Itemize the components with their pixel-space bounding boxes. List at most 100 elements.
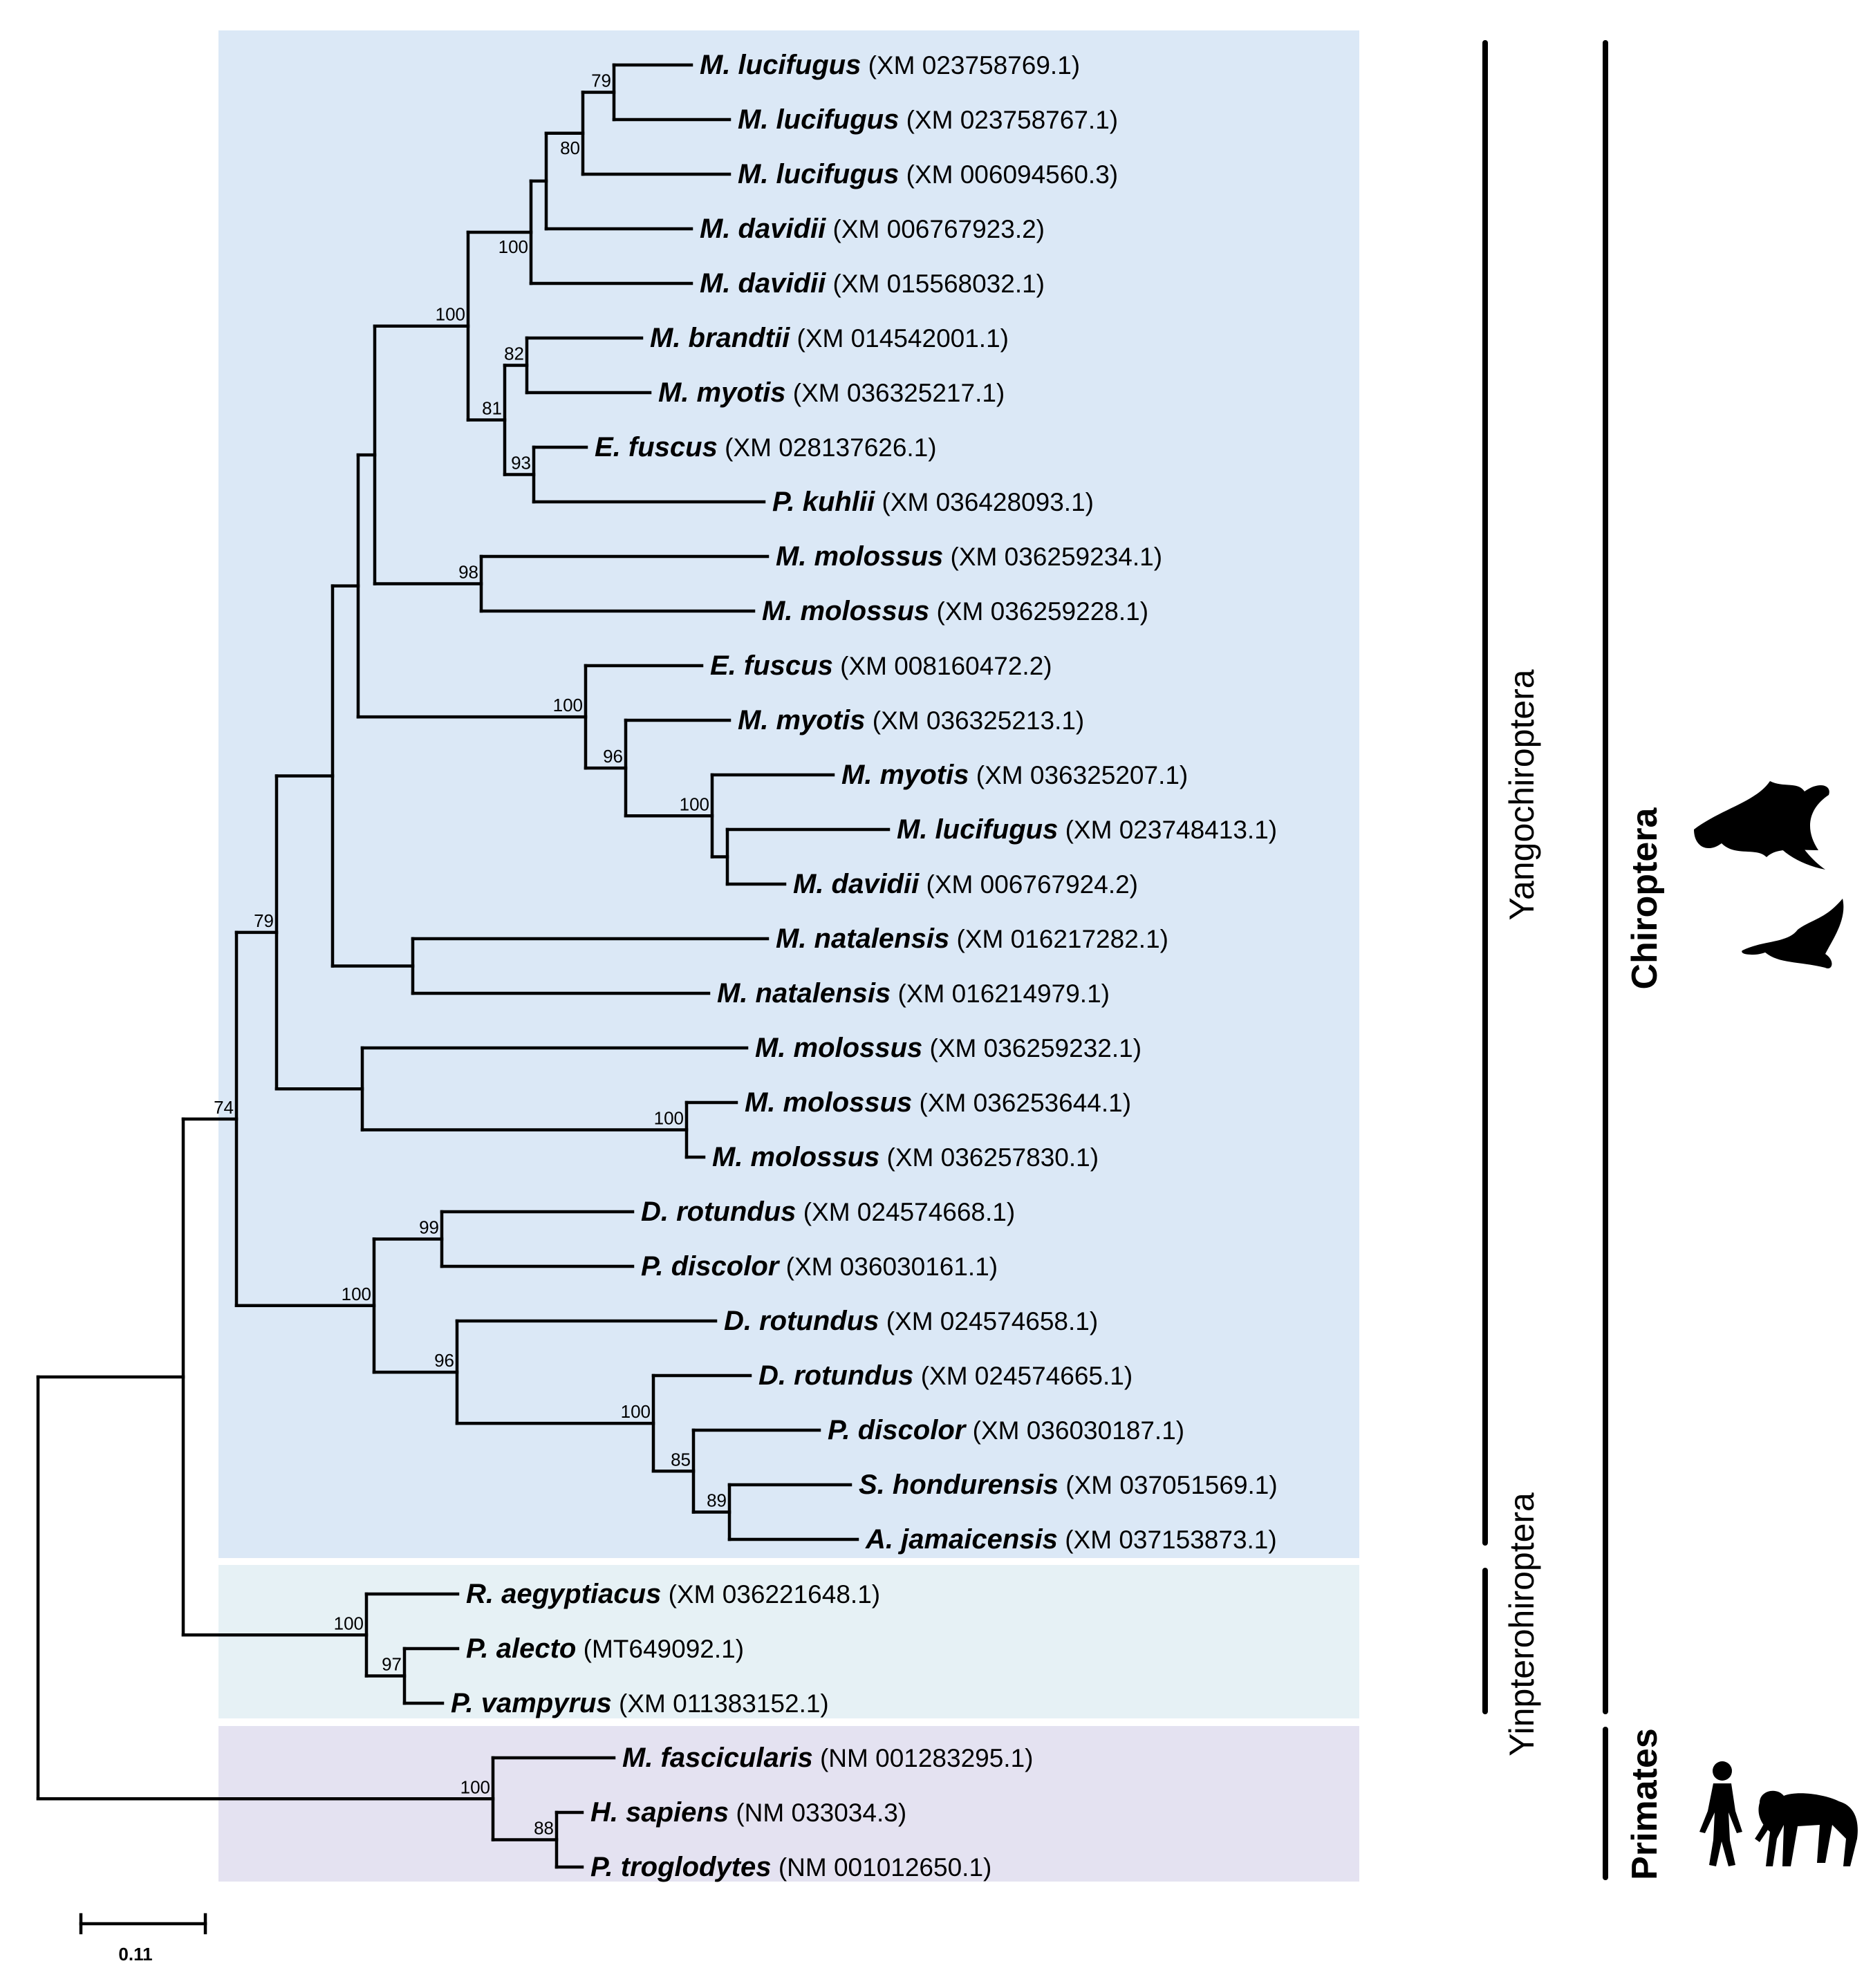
bootstrap-value: 89 xyxy=(707,1490,727,1511)
tip-accession: (NM 001283295.1) xyxy=(813,1744,1034,1772)
tip-accession: (XM 036257830.1) xyxy=(879,1143,1099,1172)
tip-label: P. discolor (XM 036030187.1) xyxy=(828,1415,1184,1445)
scale-bar: 0.11 xyxy=(79,1913,207,1964)
tip-species: E. fuscus xyxy=(595,432,718,462)
tip-label: E. fuscus (XM 028137626.1) xyxy=(595,432,937,462)
tip-accession: (XM 028137626.1) xyxy=(718,433,937,462)
tip-species: D. rotundus xyxy=(724,1306,879,1336)
tip-labels: M. lucifugus (XM 023758769.1)M. lucifugu… xyxy=(451,50,1278,1882)
tip-label: A. jamaicensis (XM 037153873.1) xyxy=(865,1524,1277,1555)
tip-label: M. molossus (XM 036259232.1) xyxy=(755,1033,1141,1063)
tip-species: M. lucifugus xyxy=(738,104,899,135)
bootstrap-value: 96 xyxy=(603,746,623,767)
tip-accession: (XM 036259228.1) xyxy=(929,597,1148,626)
bootstrap-value: 97 xyxy=(382,1654,402,1675)
bootstrap-value: 100 xyxy=(436,304,465,325)
tip-accession: (XM 023758769.1) xyxy=(861,51,1080,79)
tip-label: M. davidii (XM 015568032.1) xyxy=(700,268,1045,299)
tip-species: R. aegyptiacus xyxy=(466,1579,661,1609)
tip-label: M. davidii (XM 006767924.2) xyxy=(793,869,1138,899)
tip-label: H. sapiens (NM 033034.3) xyxy=(590,1797,906,1828)
tip-species: P. vampyrus xyxy=(451,1688,612,1718)
bootstrap-value: 79 xyxy=(254,910,274,931)
tip-label: M. lucifugus (XM 023758767.1) xyxy=(738,104,1118,135)
tip-accession: (XM 037051569.1) xyxy=(1059,1471,1278,1499)
tip-accession: (XM 036325213.1) xyxy=(865,706,1084,735)
tip-label: M. lucifugus (XM 023758769.1) xyxy=(700,50,1080,80)
tip-accession: (XM 037153873.1) xyxy=(1058,1526,1277,1554)
tip-species: D. rotundus xyxy=(758,1360,913,1391)
tip-label: M. molossus (XM 036253644.1) xyxy=(745,1087,1131,1118)
bootstrap-labels: 7980100829381100981009610010079998985100… xyxy=(214,71,727,1839)
chiroptera-label: Chiroptera xyxy=(1625,807,1665,989)
tip-accession: (XM 015568032.1) xyxy=(826,270,1045,298)
bootstrap-value: 100 xyxy=(342,1284,371,1304)
bootstrap-value: 80 xyxy=(560,138,580,158)
tip-species: S. hondurensis xyxy=(859,1470,1059,1500)
tip-label: M. lucifugus (XM 023748413.1) xyxy=(897,814,1277,845)
tip-label: D. rotundus (XM 024574658.1) xyxy=(724,1306,1098,1336)
tip-label: S. hondurensis (XM 037051569.1) xyxy=(859,1470,1278,1500)
tip-species: E. fuscus xyxy=(710,650,833,681)
tree-branches xyxy=(36,63,891,1869)
tip-species: M. molossus xyxy=(755,1033,922,1063)
tip-species: M. fascicularis xyxy=(622,1743,813,1773)
tip-accession: (XM 036221648.1) xyxy=(661,1580,880,1609)
bootstrap-value: 85 xyxy=(671,1449,691,1470)
tip-label: M. natalensis (XM 016214979.1) xyxy=(717,978,1110,1009)
yinpterochiroptera-background xyxy=(218,1565,1359,1718)
tip-accession: (XM 006767923.2) xyxy=(826,215,1045,243)
bootstrap-value: 100 xyxy=(621,1401,651,1422)
tip-label: P. vampyrus (XM 011383152.1) xyxy=(451,1688,829,1718)
tip-label: P. troglodytes (NM 001012650.1) xyxy=(590,1852,991,1882)
tip-species: M. natalensis xyxy=(776,923,949,954)
bootstrap-value: 93 xyxy=(511,453,531,473)
bootstrap-value: 82 xyxy=(504,344,524,364)
tip-label: M. myotis (XM 036325213.1) xyxy=(738,705,1084,735)
tip-accession: (XM 014542001.1) xyxy=(790,324,1009,353)
tip-label: M. fascicularis (NM 001283295.1) xyxy=(622,1743,1034,1773)
tip-species: P. alecto xyxy=(466,1633,576,1664)
tip-accession: (XM 036259232.1) xyxy=(922,1034,1141,1062)
yangochiroptera-background xyxy=(218,30,1359,1558)
tip-label: M. davidii (XM 006767923.2) xyxy=(700,214,1045,244)
tip-species: M. lucifugus xyxy=(897,814,1058,845)
bootstrap-value: 88 xyxy=(534,1818,554,1839)
tip-label: M. molossus (XM 036259234.1) xyxy=(776,541,1162,572)
tip-species: M. molossus xyxy=(745,1087,912,1118)
tip-label: M. molossus (XM 036257830.1) xyxy=(712,1142,1099,1172)
tip-accession: (XM 006767924.2) xyxy=(919,870,1138,899)
yangochiroptera-label: Yangochiroptera xyxy=(1502,669,1541,920)
tip-label: M. lucifugus (XM 006094560.3) xyxy=(738,159,1118,189)
tip-accession: (XM 023758767.1) xyxy=(899,106,1118,134)
tip-accession: (XM 016217282.1) xyxy=(949,925,1168,953)
tip-species: M. myotis xyxy=(658,377,785,408)
tip-label: R. aegyptiacus (XM 036221648.1) xyxy=(466,1579,880,1609)
bootstrap-value: 100 xyxy=(334,1613,364,1633)
tip-accession: (XM 011383152.1) xyxy=(612,1689,829,1718)
primates-background xyxy=(218,1726,1359,1882)
monkey-silhouette-icon xyxy=(1755,1790,1858,1866)
bootstrap-value: 100 xyxy=(460,1776,490,1797)
tip-accession: (NM 033034.3) xyxy=(729,1799,906,1827)
tip-label: M. myotis (XM 036325207.1) xyxy=(841,760,1188,790)
tip-species: M. natalensis xyxy=(717,978,891,1009)
tip-label: P. kuhlii (XM 036428093.1) xyxy=(772,487,1094,517)
bootstrap-value: 100 xyxy=(680,794,709,814)
tip-accession: (XM 036325207.1) xyxy=(969,761,1188,789)
tip-label: M. natalensis (XM 016217282.1) xyxy=(776,923,1168,954)
tip-species: M. myotis xyxy=(738,705,865,735)
bootstrap-value: 100 xyxy=(498,236,528,257)
tip-accession: (NM 001012650.1) xyxy=(772,1853,992,1882)
bootstrap-value: 98 xyxy=(458,562,478,583)
bootstrap-value: 99 xyxy=(419,1217,439,1238)
tip-label: P. alecto (MT649092.1) xyxy=(466,1633,744,1664)
tip-label: M. brandtii (XM 014542001.1) xyxy=(650,323,1009,353)
tip-species: M. myotis xyxy=(841,760,969,790)
bootstrap-value: 100 xyxy=(654,1108,684,1129)
scale-bar-label: 0.11 xyxy=(118,1944,152,1964)
tip-label: M. molossus (XM 036259228.1) xyxy=(762,596,1148,626)
tip-species: M. davidii xyxy=(700,214,826,244)
tip-accession: (XM 024574665.1) xyxy=(913,1362,1133,1390)
